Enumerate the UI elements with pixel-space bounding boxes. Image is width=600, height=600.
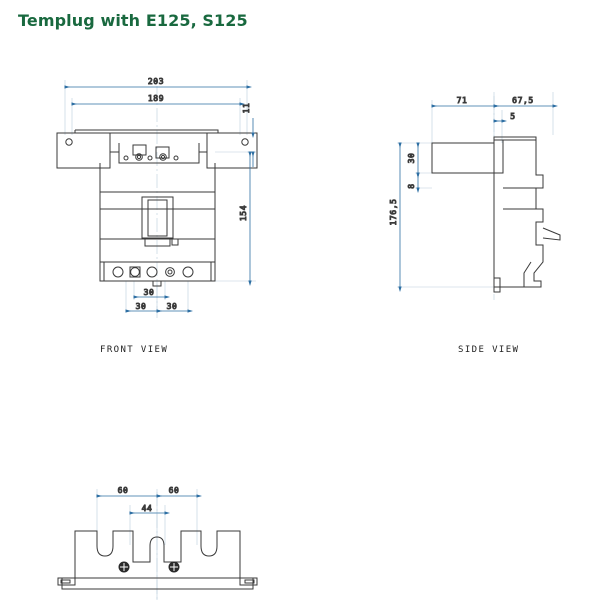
front-flange-hole-left xyxy=(65,138,73,146)
front-bottom-terminal-2 xyxy=(130,267,140,277)
dimtext-675: 67,5 xyxy=(512,96,534,105)
bottom-fastener-right-cross xyxy=(170,563,178,571)
dimtext-11: 11 xyxy=(242,103,251,114)
side-base-lip xyxy=(493,277,501,293)
front-breaker-body xyxy=(99,163,216,282)
bottom-flange-left xyxy=(57,577,76,586)
dimtext-60-left: 60 xyxy=(118,486,129,495)
front-bottom-terminal-1 xyxy=(112,266,124,278)
side-view-group: 71 67,5 5 30 8 176,5 xyxy=(389,92,561,300)
front-view-witness-lines xyxy=(64,80,256,312)
side-lower-foot xyxy=(523,261,532,287)
dimtext-30-center: 30 xyxy=(144,288,155,297)
bottom-base-plate xyxy=(61,578,254,590)
side-din-clip xyxy=(542,227,561,241)
front-toggle-frame xyxy=(141,196,174,239)
front-terminal-screw-2-inner xyxy=(136,154,142,160)
side-top-cap-extension xyxy=(494,140,504,174)
bottom-view-group: 60 60 44 xyxy=(57,486,258,600)
dimtext-189: 189 xyxy=(148,94,164,103)
side-view-witness-lines xyxy=(397,92,554,288)
bottom-dimension-lines xyxy=(96,494,203,515)
front-terminal-screw-2 xyxy=(135,153,143,161)
front-terminal-cap-b xyxy=(155,146,170,159)
front-terminal-screw-3 xyxy=(147,155,153,161)
front-bottom-terminal-2-cap xyxy=(129,266,141,278)
bottom-flange-right-slot xyxy=(244,579,255,584)
front-bottom-terminal-bar xyxy=(103,262,212,282)
front-toggle-pin xyxy=(171,238,179,246)
front-bottom-terminal-5 xyxy=(182,266,194,278)
front-dimension-lines xyxy=(64,85,255,313)
dimtext-30-side: 30 xyxy=(407,153,416,164)
front-bottom-terminal-3 xyxy=(146,266,158,278)
front-bottom-terminal-4-inner xyxy=(167,269,173,275)
front-toggle-base xyxy=(144,238,171,247)
front-toggle-lever xyxy=(147,199,168,237)
page-title: Templug with E125, S125 xyxy=(18,11,248,30)
dimtext-203: 203 xyxy=(148,77,164,86)
bottom-comb-profile xyxy=(74,530,241,579)
side-rear-plate xyxy=(431,142,495,174)
front-terminal-screw-4 xyxy=(159,153,167,161)
side-housing-outline xyxy=(493,139,544,288)
dimtext-1765: 176,5 xyxy=(389,198,398,225)
dimtext-44: 44 xyxy=(142,504,153,513)
side-terminal-shroud xyxy=(503,187,537,210)
front-terminal-screw-5 xyxy=(173,155,179,161)
bottom-flange-right xyxy=(239,577,258,586)
front-flange-hole-right xyxy=(241,138,249,146)
side-top-cap xyxy=(493,136,537,141)
front-upper-terminal-block xyxy=(118,143,200,164)
bottom-flange-left-slot xyxy=(60,579,71,584)
front-bottom-tab xyxy=(152,281,162,287)
dimtext-5: 5 xyxy=(510,112,515,121)
front-terminal-screw-1 xyxy=(123,155,129,161)
dimtext-30-left: 30 xyxy=(136,302,147,311)
bottom-fastener-left-cross xyxy=(120,563,128,571)
dimtext-71: 71 xyxy=(457,96,468,105)
front-view-label: FRONT VIEW xyxy=(100,345,169,355)
dimtext-60-right: 60 xyxy=(169,486,180,495)
front-terminal-screw-4-inner xyxy=(160,154,166,160)
dimtext-30-right: 30 xyxy=(167,302,178,311)
dimtext-8-side: 8 xyxy=(407,183,416,188)
front-view-group: 203 189 11 154 30 30 30 xyxy=(56,77,258,318)
dimtext-154: 154 xyxy=(239,205,248,221)
side-view-label: SIDE VIEW xyxy=(458,345,520,355)
front-bottom-terminal-4 xyxy=(165,267,175,277)
side-dimension-lines xyxy=(398,104,559,293)
